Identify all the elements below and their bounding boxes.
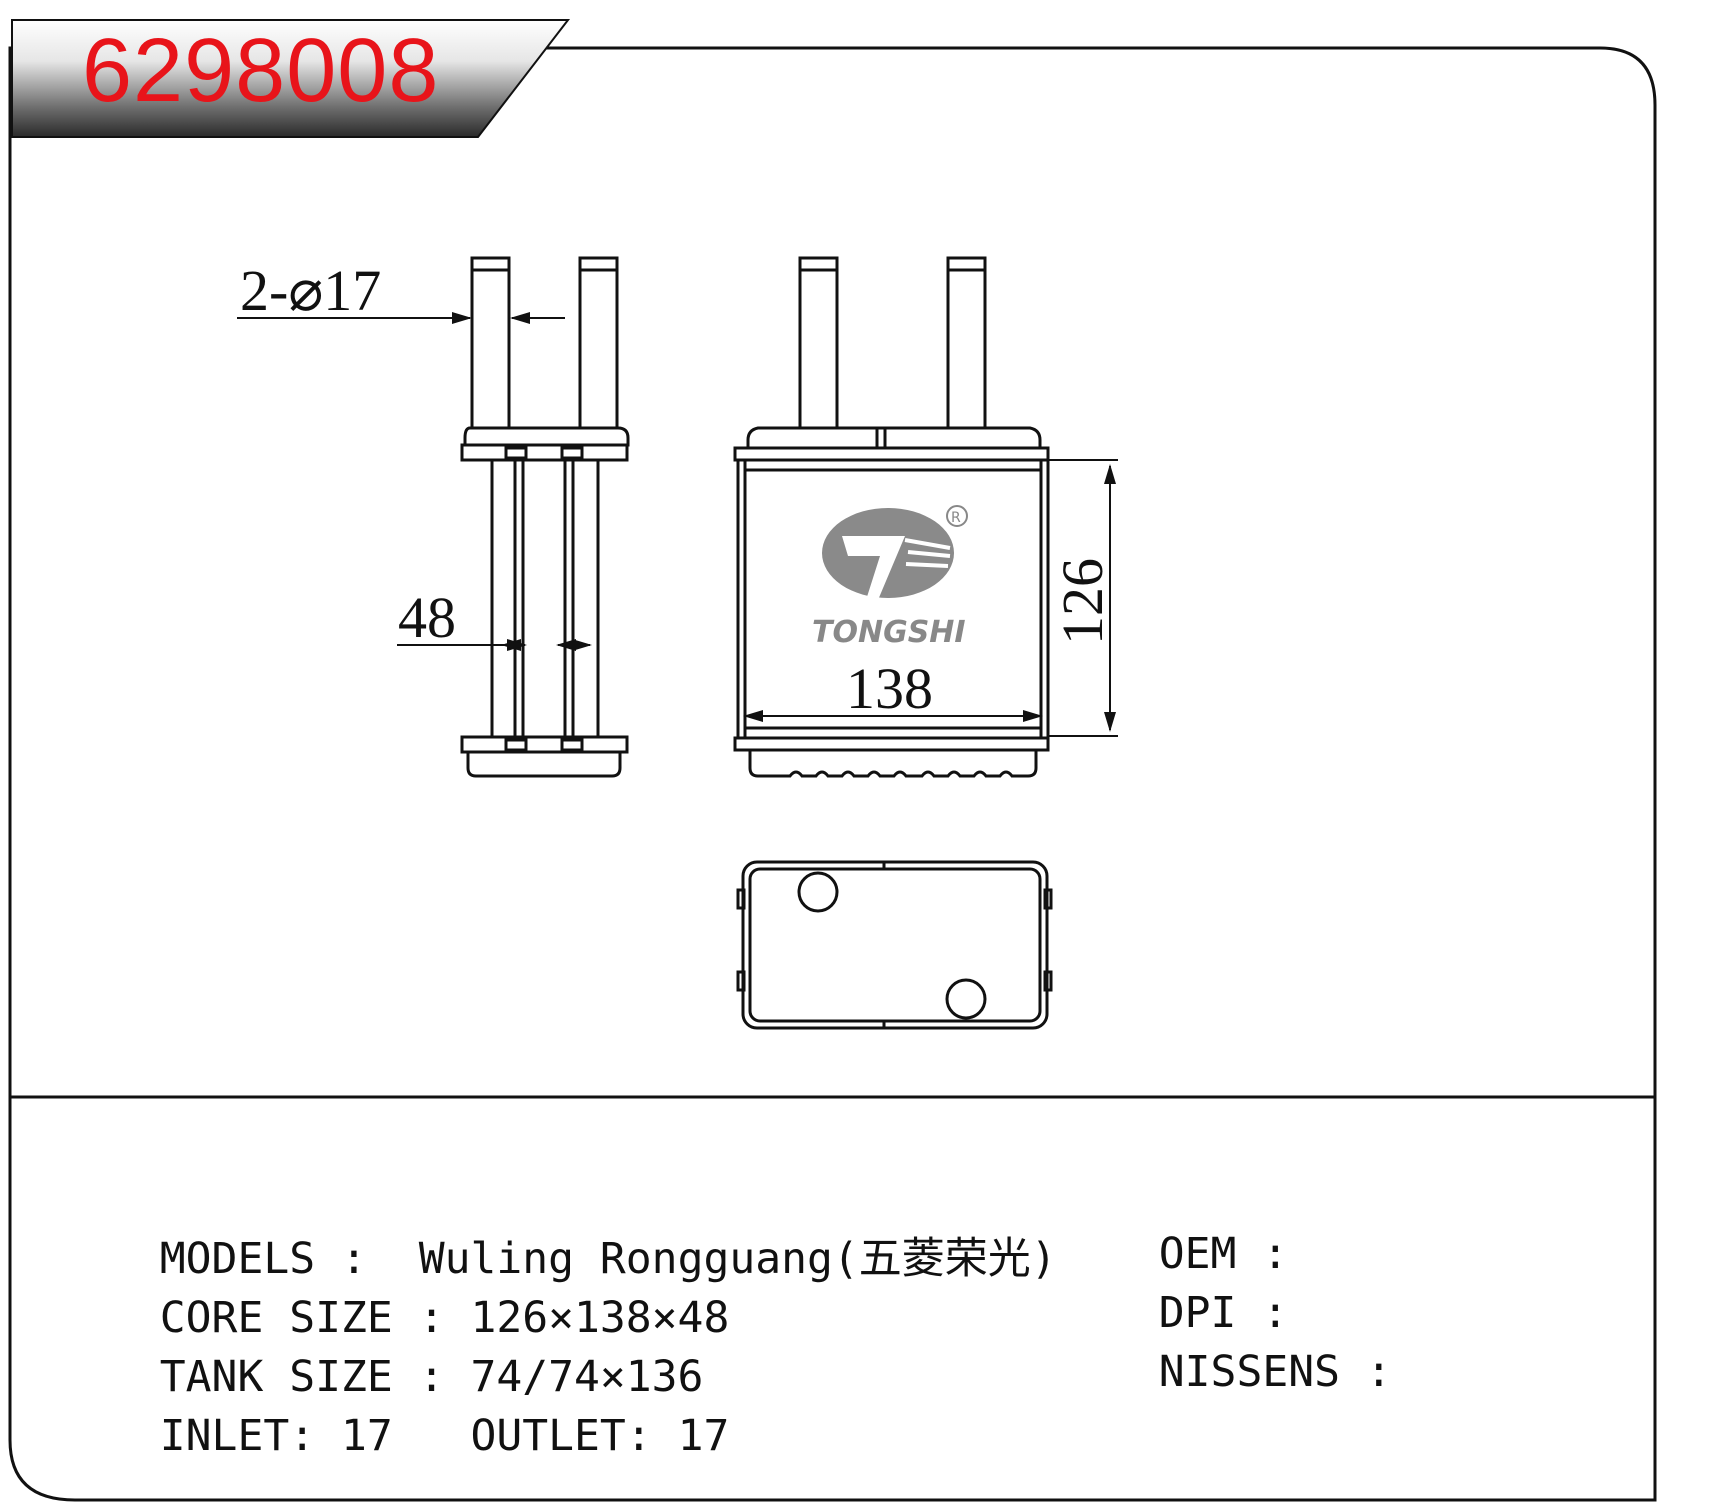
brand-name: TONGSHI bbox=[812, 615, 966, 650]
core-size-label: CORE SIZE bbox=[159, 1293, 393, 1343]
core-side bbox=[490, 458, 600, 739]
tank-outline-outer bbox=[741, 860, 1049, 1030]
nissens-separator: : bbox=[1340, 1347, 1392, 1397]
bottom-tank-front bbox=[748, 748, 1038, 778]
oem-label: OEM bbox=[1158, 1229, 1237, 1279]
models-value: Wuling Rongguang(五菱荣光) bbox=[418, 1234, 1057, 1284]
oem-separator: : bbox=[1236, 1229, 1289, 1279]
dpi-separator: : bbox=[1236, 1288, 1289, 1338]
spec-models: MODELS : Wuling Rongguang(五菱荣光) bbox=[108, 1195, 1057, 1281]
inlet-separator: : bbox=[289, 1411, 342, 1461]
tank-size-value: 74/74×136 bbox=[470, 1352, 704, 1402]
spec-tank-size: TANK SIZE : 74/74×136 bbox=[108, 1313, 704, 1402]
top-view bbox=[736, 860, 1053, 1030]
side-view bbox=[460, 256, 630, 778]
outlet-value: 17 bbox=[677, 1411, 730, 1461]
pipe-diameter-label: 2-⌀17 bbox=[240, 258, 381, 323]
inlet-pipe-front bbox=[798, 256, 839, 430]
core-height-label: 126 bbox=[1050, 558, 1115, 645]
front-view bbox=[733, 256, 1050, 778]
core-size-value: 126×138×48 bbox=[470, 1293, 730, 1343]
spec-inlet-outlet: INLET: 17 OUTLET: 17 bbox=[108, 1372, 730, 1461]
core-size-separator: : bbox=[392, 1293, 471, 1343]
outlet-pipe-front bbox=[946, 256, 987, 430]
inlet-pipe-side bbox=[470, 256, 511, 430]
outlet-separator: : bbox=[625, 1411, 678, 1461]
models-separator: : bbox=[315, 1234, 393, 1284]
part-number-banner bbox=[11, 19, 571, 138]
inlet-value: 17 bbox=[341, 1411, 393, 1461]
outlet-label: OUTLET bbox=[470, 1411, 626, 1461]
top-tank-side bbox=[463, 426, 630, 447]
spec-oem: OEM : bbox=[1107, 1190, 1288, 1276]
registered-mark: R bbox=[951, 510, 961, 526]
spec-core-size: CORE SIZE : 126×138×48 bbox=[108, 1254, 730, 1343]
sheet-border bbox=[8, 46, 1657, 1502]
inlet-label: INLET bbox=[159, 1411, 290, 1461]
part-number: 6298008 bbox=[82, 21, 440, 121]
outlet-port-top bbox=[945, 978, 987, 1020]
top-tank-front bbox=[746, 426, 1042, 450]
tank-outline-inner bbox=[748, 867, 1042, 1023]
nissens-label: NISSENS bbox=[1158, 1347, 1340, 1397]
tank-size-label: TANK SIZE bbox=[159, 1352, 393, 1402]
side-view-dimensions bbox=[237, 312, 592, 651]
front-view-dimensions bbox=[743, 459, 1118, 737]
bottom-tank-side bbox=[466, 750, 622, 778]
models-label: MODELS bbox=[159, 1234, 316, 1284]
spec-nissens: NISSENS : bbox=[1107, 1308, 1392, 1394]
core-width-label: 138 bbox=[846, 656, 933, 721]
dpi-label: DPI bbox=[1158, 1288, 1237, 1338]
inlet-port-top bbox=[797, 871, 839, 913]
width-48-label: 48 bbox=[398, 585, 456, 650]
tank-size-separator: : bbox=[392, 1352, 471, 1402]
tongshi-logo: R TONGSHI bbox=[812, 505, 968, 650]
spec-dpi: DPI : bbox=[1107, 1249, 1288, 1335]
outlet-pipe-side bbox=[578, 256, 619, 430]
